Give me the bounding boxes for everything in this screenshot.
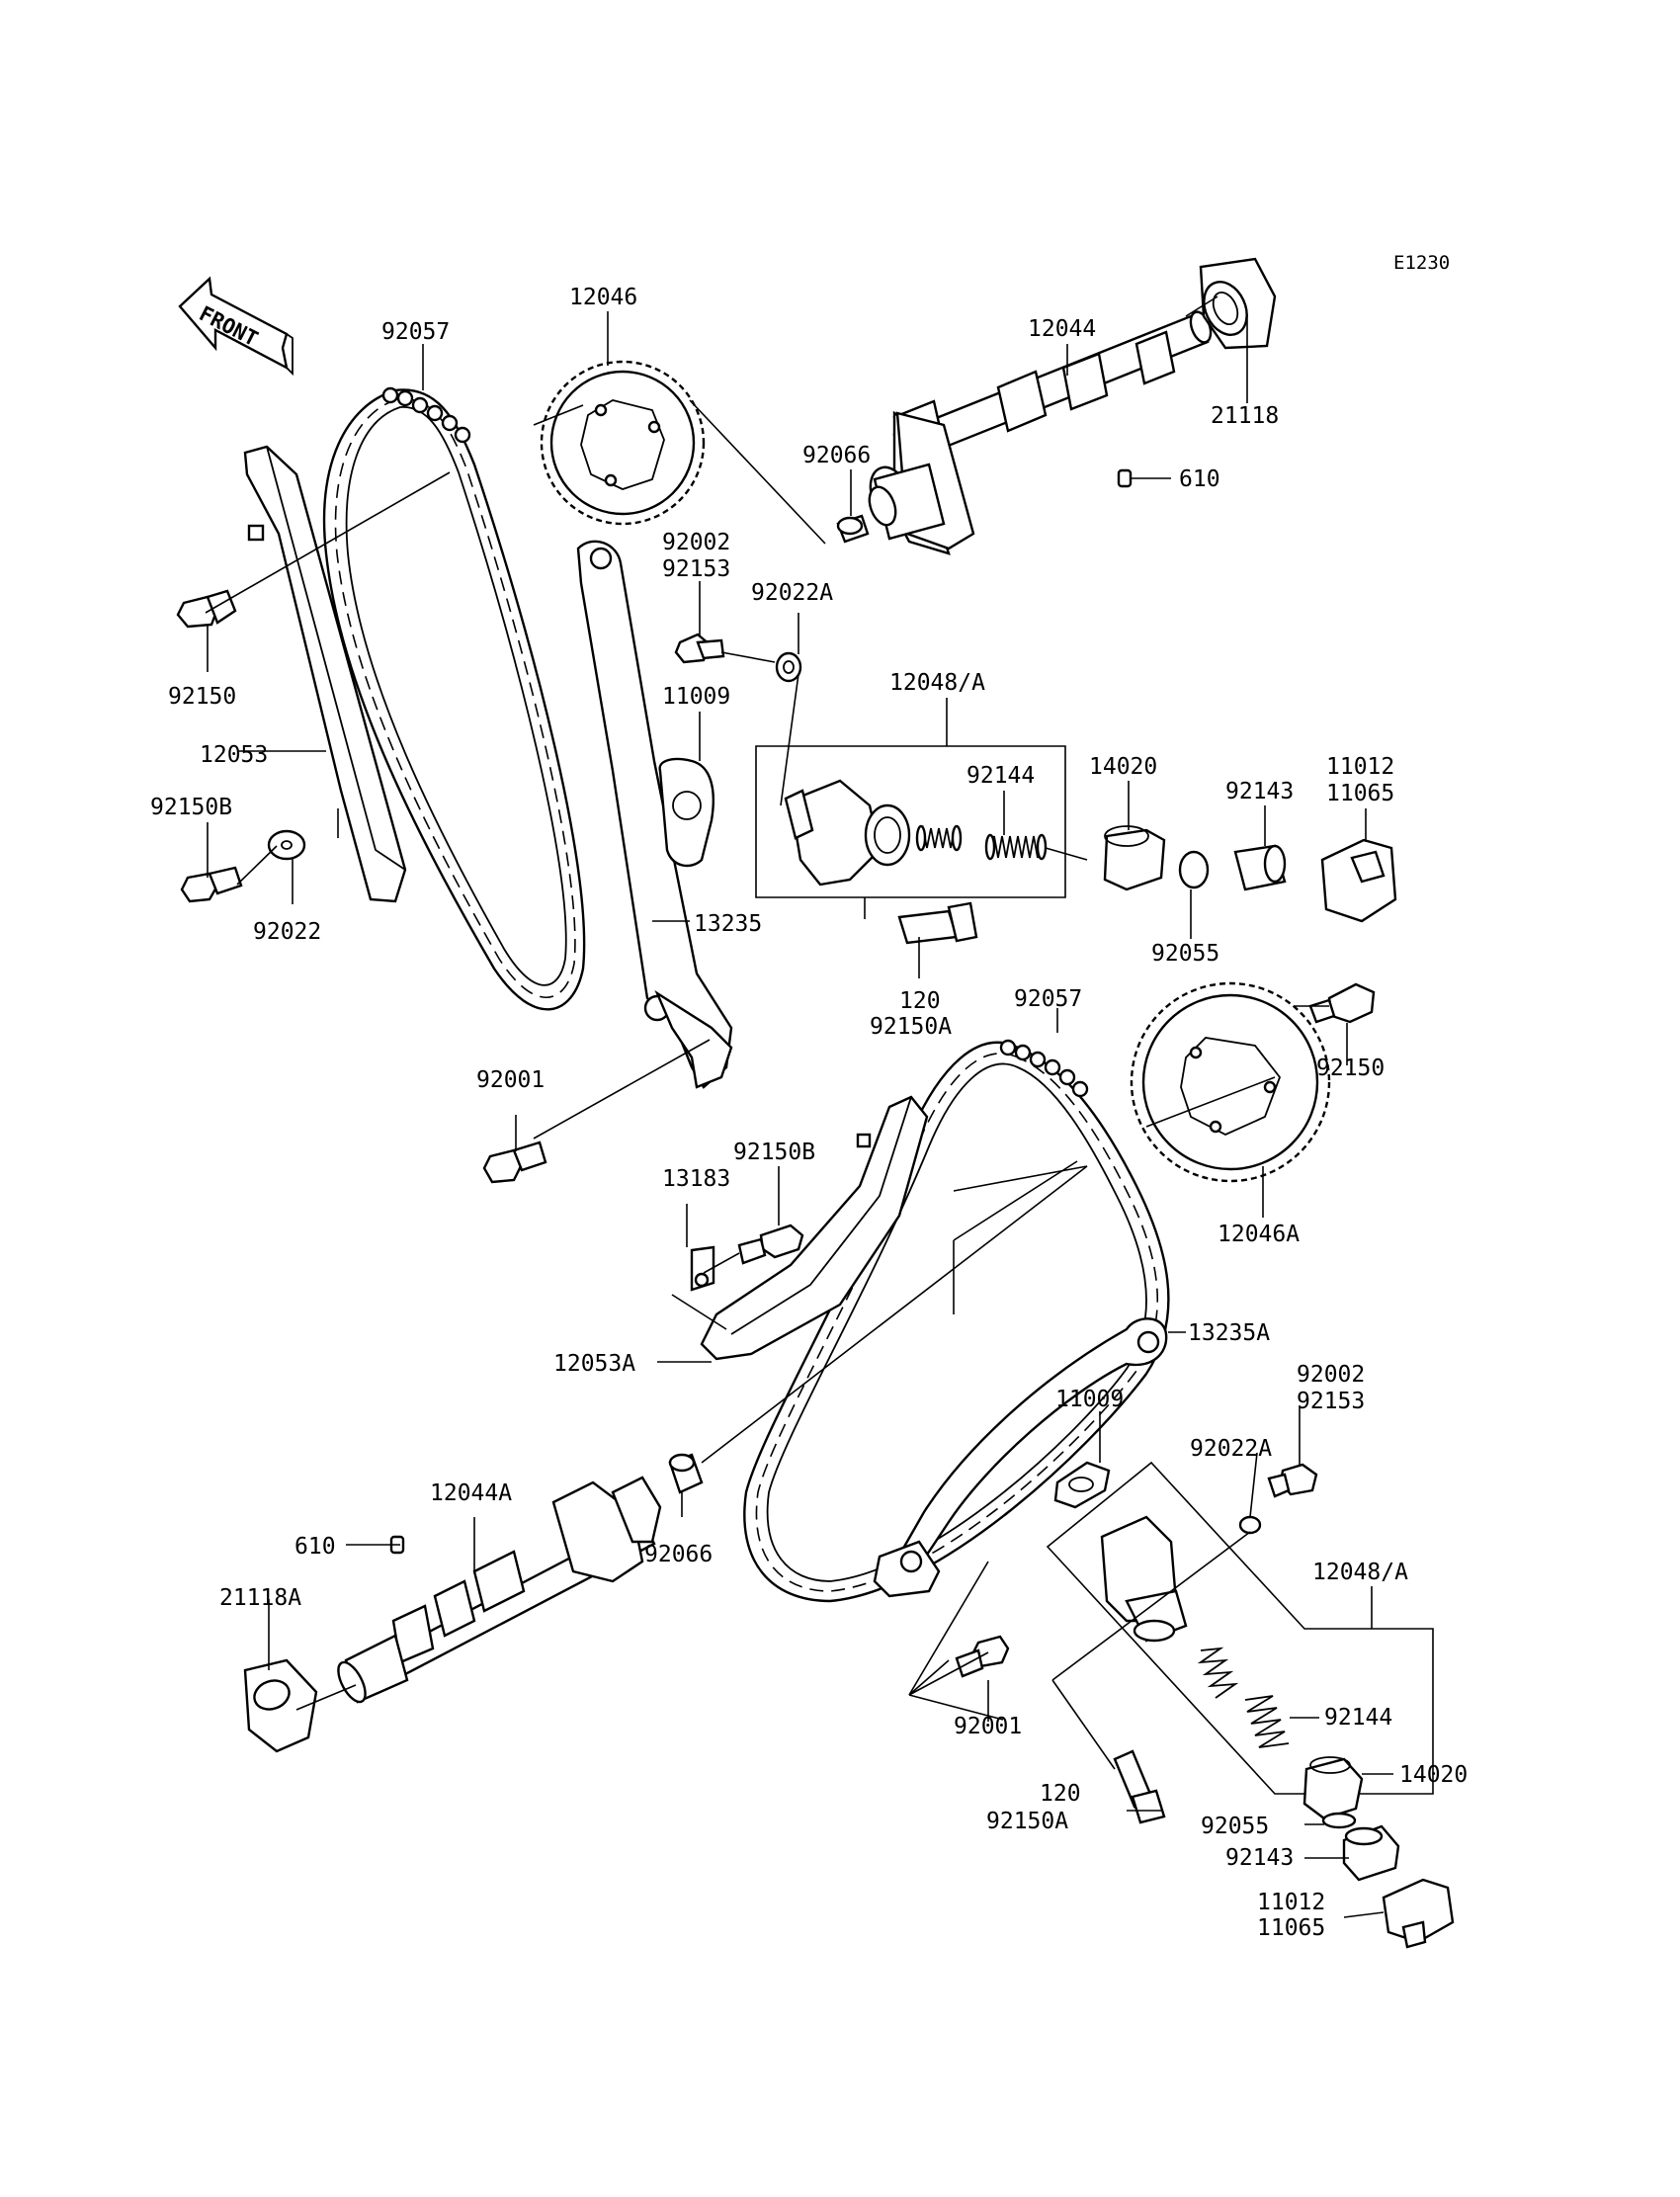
front-arrow-icon: FRONT [178, 276, 294, 377]
label-92143-lower: 92143 [1225, 1845, 1294, 1871]
gasket-11009-upper [658, 757, 714, 868]
pin-610 [1117, 468, 1133, 488]
bolt-92150a-upper [897, 901, 978, 945]
label-92057-lower: 92057 [1014, 986, 1082, 1012]
tensioner-assembly-lower [1046, 1461, 1434, 1795]
label-92143-upper: 92143 [1225, 779, 1294, 804]
label-92150-lower: 92150 [1316, 1056, 1385, 1081]
label-11012-lower: 11012 [1257, 1890, 1325, 1915]
bolt-92150a-lower [1113, 1749, 1166, 1824]
bolt-92002-upper [674, 633, 725, 664]
label-92150a-upper: 92150A [870, 1014, 952, 1040]
cam-plate-21118a [243, 1658, 318, 1753]
label-21118: 21118 [1211, 403, 1279, 429]
sprocket-12046a [1130, 981, 1331, 1183]
bolt-92150b-upper [180, 866, 243, 903]
label-120-lower: 120 [1040, 1781, 1081, 1807]
label-11009-upper: 11009 [662, 684, 730, 710]
label-92022a-lower: 92022A [1190, 1436, 1272, 1462]
label-92002-upper: 92002 [662, 530, 730, 555]
washer-92022a-upper [775, 651, 802, 683]
washer-92022a-lower [1238, 1515, 1262, 1535]
label-610-lower: 610 [294, 1534, 336, 1560]
label-92057-upper: 92057 [381, 319, 450, 345]
label-12046: 12046 [569, 285, 637, 310]
label-92022a-upper: 92022A [751, 580, 833, 606]
bushing-92066 [836, 514, 870, 544]
cam-plate-21118 [1199, 257, 1277, 350]
chain-guide-12053a [700, 1095, 929, 1361]
bolt-92002-lower [1267, 1463, 1318, 1498]
tensioner-guide-13235 [576, 540, 733, 1089]
label-92001-upper: 92001 [476, 1067, 545, 1093]
part-labels: 12046 92057 12044 21118 610 92066 92002 … [150, 285, 1468, 1941]
label-92150a-lower: 92150A [986, 1809, 1068, 1834]
oring-92055-upper [1178, 850, 1210, 889]
label-12044a: 12044A [430, 1480, 512, 1506]
sprocket-12046 [540, 360, 706, 526]
washer-92022 [267, 829, 306, 861]
bolt-92001-upper [482, 1141, 547, 1184]
label-12048a-upper: 12048/A [889, 670, 985, 696]
label-11012-upper: 11012 [1326, 754, 1394, 780]
diagram-code: E1230 [1393, 252, 1450, 274]
bolt-92150-upper [176, 589, 237, 629]
cam-chain-upper [322, 386, 586, 1011]
label-92144-upper: 92144 [966, 763, 1035, 789]
camshaft-12044a [337, 1476, 662, 1704]
leader-lines [205, 296, 1393, 1918]
tensioner-guide-13235a [873, 1317, 1168, 1598]
bushing-92066-lower [668, 1453, 704, 1494]
label-92150b-upper: 92150B [150, 795, 232, 820]
spring-92144-upper [915, 824, 1048, 861]
label-11009-lower: 11009 [1055, 1387, 1124, 1412]
label-610-upper: 610 [1179, 466, 1220, 492]
cap-14020-lower [1302, 1756, 1364, 1820]
label-92055-upper: 92055 [1151, 941, 1219, 967]
label-14020-upper: 14020 [1089, 754, 1157, 780]
bracket-13183 [690, 1245, 715, 1292]
gasket-11009-lower [1053, 1461, 1111, 1509]
label-92055-lower: 92055 [1201, 1814, 1269, 1839]
camshaft-12044 [868, 310, 1213, 555]
label-92153-lower: 92153 [1297, 1389, 1365, 1414]
bolt-92150-lower [1308, 982, 1376, 1024]
label-12048a-lower: 12048/A [1312, 1560, 1408, 1585]
bolt-92150b-lower [737, 1224, 804, 1265]
label-92002-lower: 92002 [1297, 1362, 1365, 1388]
label-92150b-lower: 92150B [733, 1140, 815, 1165]
plug-11012-lower [1382, 1878, 1455, 1949]
label-12044: 12044 [1028, 316, 1096, 342]
tensioner-assembly-upper [755, 745, 1066, 898]
spacer-92143-lower [1342, 1824, 1400, 1882]
label-11065-upper: 11065 [1326, 781, 1394, 806]
label-11065-lower: 11065 [1257, 1915, 1325, 1941]
label-92150-upper: 92150 [168, 684, 236, 710]
label-13183: 13183 [662, 1166, 730, 1192]
label-21118a: 21118A [219, 1585, 301, 1611]
cap-14020-upper [1103, 825, 1166, 891]
spacer-92143-upper [1233, 844, 1287, 891]
plug-11012-upper [1320, 838, 1397, 923]
label-120-upper: 120 [899, 988, 941, 1014]
label-12046a: 12046A [1218, 1222, 1300, 1247]
label-13235: 13235 [694, 911, 762, 937]
label-12053: 12053 [200, 742, 268, 768]
chain-guide-12053 [243, 445, 407, 903]
label-12053a: 12053A [553, 1351, 635, 1377]
label-14020-lower: 14020 [1399, 1762, 1468, 1788]
label-92022: 92022 [253, 919, 321, 945]
spring-92144-lower [1197, 1647, 1290, 1748]
oring-92055-lower [1321, 1812, 1357, 1829]
label-92066-lower: 92066 [644, 1542, 713, 1567]
label-92066-upper: 92066 [802, 443, 871, 468]
label-92144-lower: 92144 [1324, 1705, 1392, 1731]
label-13235a: 13235A [1188, 1320, 1270, 1346]
label-92001-lower: 92001 [954, 1714, 1022, 1739]
label-92153-upper: 92153 [662, 556, 730, 582]
